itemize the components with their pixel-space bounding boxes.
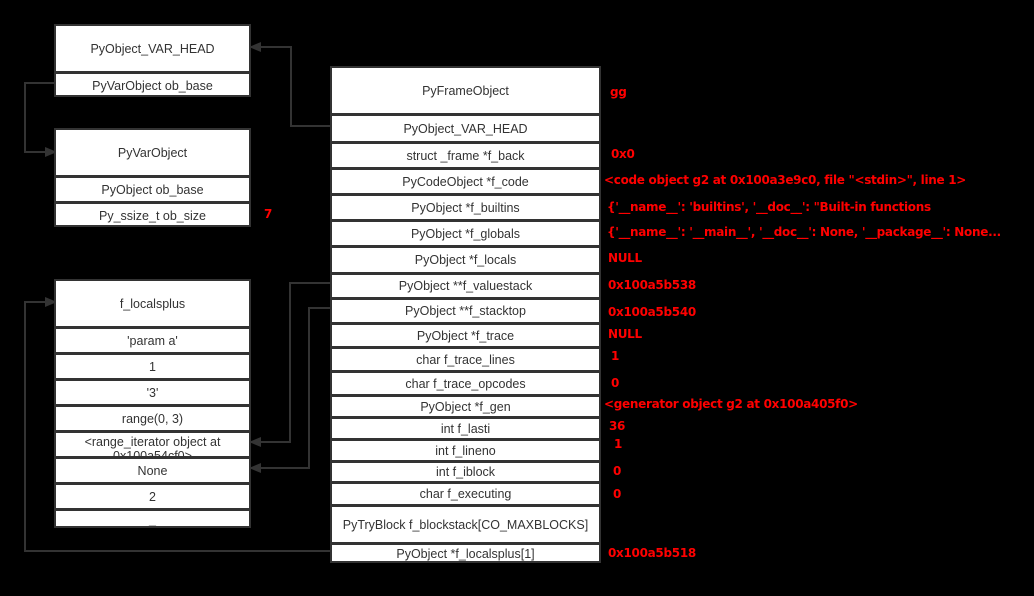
var-head-struct: PyObject_VAR_HEAD PyVarObject ob_base [54, 24, 251, 97]
frame-field-f-back: struct _frame *f_back [332, 141, 599, 167]
frame-field-f-globals: PyObject *f_globals [332, 219, 599, 245]
localsplus-item: _ [56, 508, 249, 528]
frame-field-f-lasti: int f_lasti [332, 416, 599, 438]
frame-field-f-code: PyCodeObject *f_code [332, 167, 599, 193]
arrow-valuestack [249, 282, 331, 447]
localsplus-item: 2 [56, 482, 249, 508]
frame-title: PyFrameObject [422, 83, 509, 98]
frame-field-f-lineno: int f_lineno [332, 438, 599, 460]
f-localsplus-value: 0x100a5b518 [608, 546, 696, 560]
arrow-stacktop [249, 307, 331, 473]
var-object-title: PyVarObject [117, 145, 188, 160]
f-code-value: <code object g2 at 0x100a3e9c0, file "<s… [604, 173, 967, 187]
frame-field-f-executing: char f_executing [332, 481, 599, 504]
f-builtins-value: {'__name__': 'builtins', '__doc__': "Bui… [607, 200, 931, 214]
f-gen-value: <generator object g2 at 0x100a405f0> [604, 397, 858, 411]
frame-field-f-trace: PyObject *f_trace [332, 322, 599, 346]
frame-field-f-trace-lines: char f_trace_lines [332, 346, 599, 370]
f-stacktop-value: 0x100a5b540 [608, 305, 696, 319]
f-back-value: 0x0 [611, 147, 635, 161]
f-globals-value: {'__name__': '__main__', '__doc__': None… [607, 225, 1001, 239]
frame-field-f-localsplus: PyObject *f_localsplus[1] [332, 542, 599, 563]
frame-field-f-iblock: int f_iblock [332, 460, 599, 481]
f-locals-value: NULL [608, 251, 642, 265]
var-object-field-ob-base: PyObject ob_base [56, 175, 249, 201]
var-head-field-ob-base: PyVarObject ob_base [56, 71, 249, 97]
var-head-title: PyObject_VAR_HEAD [90, 41, 215, 56]
frame-field-f-blockstack: PyTryBlock f_blockstack[CO_MAXBLOCKS] [332, 504, 599, 542]
localsplus-item: None [56, 456, 249, 482]
frame-struct: PyFrameObject PyObject_VAR_HEAD struct _… [330, 66, 601, 563]
frame-title-value: gg [610, 85, 627, 99]
f-executing-value: 0 [613, 487, 622, 501]
frame-field-f-stacktop: PyObject **f_stacktop [332, 297, 599, 322]
frame-field-f-valuestack: PyObject **f_valuestack [332, 272, 599, 297]
localsplus-item: 'param a' [56, 326, 249, 352]
localsplus-item: 1 [56, 352, 249, 378]
frame-field-f-locals: PyObject *f_locals [332, 245, 599, 272]
f-trace-opcodes-value: 0 [611, 376, 620, 390]
localsplus-struct: f_localsplus 'param a' 1 '3' range(0, 3)… [54, 279, 251, 528]
arrow-ob-base [24, 82, 57, 157]
f-valuestack-value: 0x100a5b538 [608, 278, 696, 292]
f-trace-value: NULL [608, 327, 642, 341]
localsplus-title: f_localsplus [119, 296, 186, 311]
f-trace-lines-value: 1 [611, 349, 620, 363]
var-object-struct: PyVarObject PyObject ob_base Py_ssize_t … [54, 128, 251, 227]
ob-size-value: 7 [264, 207, 273, 221]
frame-field-f-builtins: PyObject *f_builtins [332, 193, 599, 219]
localsplus-item: <range_iterator object at 0x100a54cf0> [56, 430, 249, 456]
var-object-field-ob-size: Py_ssize_t ob_size [56, 201, 249, 227]
localsplus-item: range(0, 3) [56, 404, 249, 430]
f-lasti-value: 36 [609, 419, 626, 433]
f-iblock-value: 0 [613, 464, 622, 478]
frame-field-f-gen: PyObject *f_gen [332, 394, 599, 416]
frame-field-var-head: PyObject_VAR_HEAD [332, 113, 599, 141]
localsplus-item: '3' [56, 378, 249, 404]
frame-field-f-trace-opcodes: char f_trace_opcodes [332, 370, 599, 394]
arrow-localsplus [24, 297, 331, 552]
f-lineno-value: 1 [614, 437, 623, 451]
arrow-var-head [249, 42, 331, 127]
